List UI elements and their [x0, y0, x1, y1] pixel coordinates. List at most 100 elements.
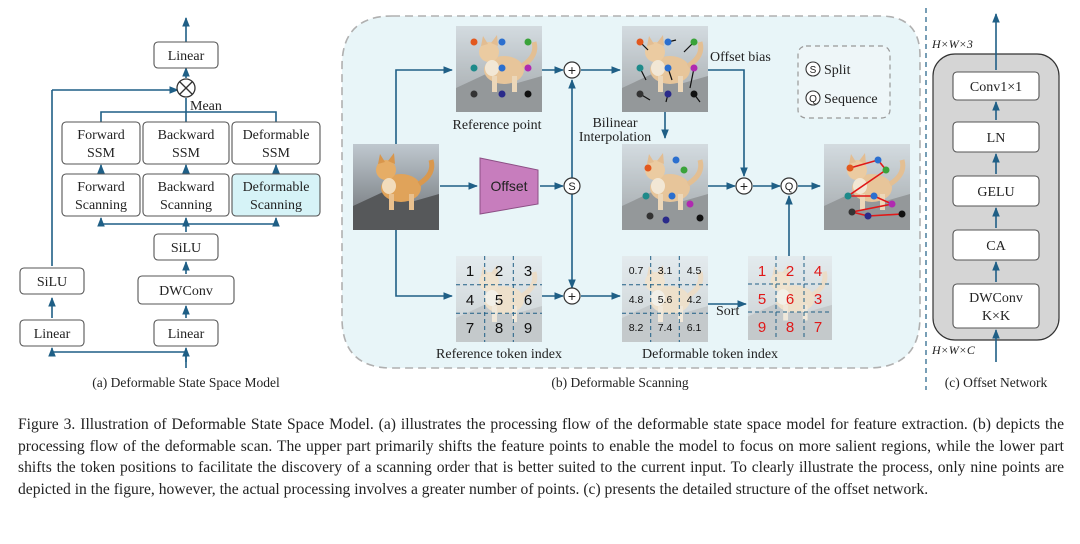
plus-icon-bottom: +	[563, 287, 581, 305]
panel-c: Conv1×1 LN GELU CA DWConv K×K H×W×3 H×W×…	[931, 13, 1060, 390]
top-dim-label: H×W×3	[931, 37, 973, 51]
sorted-token-6: 3	[814, 291, 822, 308]
deformable-token-index-label: Deformable token index	[642, 347, 778, 362]
dwconv-kxk-box	[952, 283, 1040, 329]
plus-icon-middle-glyph: +	[740, 178, 748, 194]
reference-point-label: Reference point	[452, 118, 541, 133]
offset-block	[479, 157, 539, 215]
def-token-4: 4.8	[629, 294, 644, 306]
ca-box	[952, 229, 1040, 261]
dwconv-kxk-line1: DWConv	[969, 291, 1023, 306]
offset-bias-image	[622, 26, 708, 112]
conv1x1-box	[952, 71, 1040, 101]
linear-right-label: Linear	[168, 327, 205, 342]
dwconv-box	[137, 275, 235, 305]
deformable-token-grid: 0.7 3.1 4.5 4.8 5.6 4.2 8.2 7.4 6.1	[622, 256, 708, 342]
ref-token-8: 8	[495, 320, 503, 337]
mean-label: Mean	[190, 99, 222, 114]
gelu-label: GELU	[977, 185, 1014, 200]
plus-icon-top: +	[563, 61, 581, 79]
sort-label: Sort	[716, 304, 739, 319]
legend-sequence-label: Sequence	[824, 92, 878, 107]
silu-left-box	[19, 267, 85, 295]
sorted-token-9: 7	[814, 319, 822, 336]
offset-label: Offset	[490, 178, 527, 194]
deformable-ssm-box	[231, 121, 321, 165]
sorted-token-4: 5	[758, 291, 766, 308]
dwconv-kxk-line2: K×K	[982, 309, 1010, 324]
forward-ssm-line2: SSM	[87, 146, 116, 161]
backward-scanning-line2: Scanning	[160, 198, 212, 213]
ref-token-3: 3	[524, 263, 532, 280]
def-token-7: 8.2	[629, 322, 644, 334]
figure-caption: Figure 3. Illustration of Deformable Sta…	[18, 416, 1064, 498]
linear-left-box	[19, 319, 85, 347]
forward-ssm-box	[61, 121, 141, 165]
def-token-5: 5.6	[658, 294, 673, 306]
backward-ssm-line1: Backward	[158, 128, 215, 143]
sequence-icon-letter: Q	[809, 94, 817, 105]
deformable-scanning-box	[231, 173, 321, 217]
sorted-token-5: 6	[786, 291, 794, 308]
input-cat-image	[353, 144, 439, 230]
deformable-ssm-line1: Deformable	[243, 128, 310, 143]
bilinear-line1: Bilinear	[592, 116, 637, 131]
panel-a: Linear Mean Forward SSM Backward SSM Def…	[19, 17, 321, 390]
top-linear-label: Linear	[168, 49, 205, 64]
ln-label: LN	[987, 131, 1006, 146]
silu-left-label: SiLU	[37, 275, 67, 290]
legend-split-label: Split	[824, 63, 851, 78]
sequence-icon	[805, 90, 821, 106]
bilinear-line2: Interpolation	[579, 130, 651, 145]
silu-right-label: SiLU	[171, 241, 201, 256]
ref-token-2: 2	[495, 263, 503, 280]
def-token-3: 4.5	[687, 265, 702, 277]
reference-token-index-label: Reference token index	[436, 347, 562, 362]
panel-b-title: (b) Deformable Scanning	[551, 375, 688, 390]
panel-b: S Split Q Sequence Offset	[341, 15, 921, 390]
panel-a-title: (a) Deformable State Space Model	[92, 375, 280, 390]
deformable-ssm-line2: SSM	[262, 146, 291, 161]
ref-token-4: 4	[466, 292, 474, 309]
reference-token-grid: 1 2 3 4 5 6 7 8 9	[456, 256, 542, 342]
conv1x1-label: Conv1×1	[970, 80, 1022, 95]
split-icon	[805, 61, 821, 77]
offset-bias-label: Offset bias	[710, 50, 771, 65]
plus-icon-bottom-glyph: +	[568, 288, 576, 304]
sorted-token-8: 8	[786, 319, 794, 336]
ref-token-5: 5	[495, 292, 503, 309]
plus-icon-middle: +	[735, 177, 753, 195]
sorted-token-1: 1	[758, 263, 766, 280]
sequence-node-icon: Q	[780, 177, 798, 195]
sorted-token-grid: 1 2 4 5 6 3 9 8 7	[748, 256, 832, 340]
def-token-6: 4.2	[687, 294, 702, 306]
dwconv-label: DWConv	[159, 284, 213, 299]
sorted-token-2: 2	[786, 263, 794, 280]
ln-box	[952, 121, 1040, 153]
def-token-1: 0.7	[629, 265, 644, 277]
backward-ssm-box	[142, 121, 230, 165]
backward-scanning-line1: Backward	[158, 180, 215, 195]
backward-ssm-line2: SSM	[172, 146, 201, 161]
backward-scanning-box	[142, 173, 230, 217]
split-icon-letter: S	[810, 65, 817, 76]
top-linear-box	[153, 41, 219, 69]
legend-box	[797, 45, 891, 119]
forward-scanning-line2: Scanning	[75, 198, 127, 213]
panel-c-title: (c) Offset Network	[945, 375, 1048, 390]
def-token-9: 6.1	[687, 322, 702, 334]
deformable-scanning-line2: Scanning	[250, 198, 302, 213]
ref-token-1: 1	[466, 263, 474, 280]
reference-point-image	[456, 26, 542, 112]
result-image	[824, 144, 910, 230]
forward-ssm-line1: Forward	[77, 128, 124, 143]
ref-token-6: 6	[524, 292, 532, 309]
ref-token-9: 9	[524, 320, 532, 337]
bilinear-image	[622, 144, 708, 230]
deformable-scanning-line1: Deformable	[243, 180, 310, 195]
def-token-8: 7.4	[658, 322, 673, 334]
sequence-node-letter: Q	[785, 181, 794, 193]
figure-svg: Linear Mean Forward SSM Backward SSM Def…	[19, 8, 1060, 390]
linear-left-label: Linear	[34, 327, 71, 342]
split-node-letter: S	[568, 181, 575, 193]
